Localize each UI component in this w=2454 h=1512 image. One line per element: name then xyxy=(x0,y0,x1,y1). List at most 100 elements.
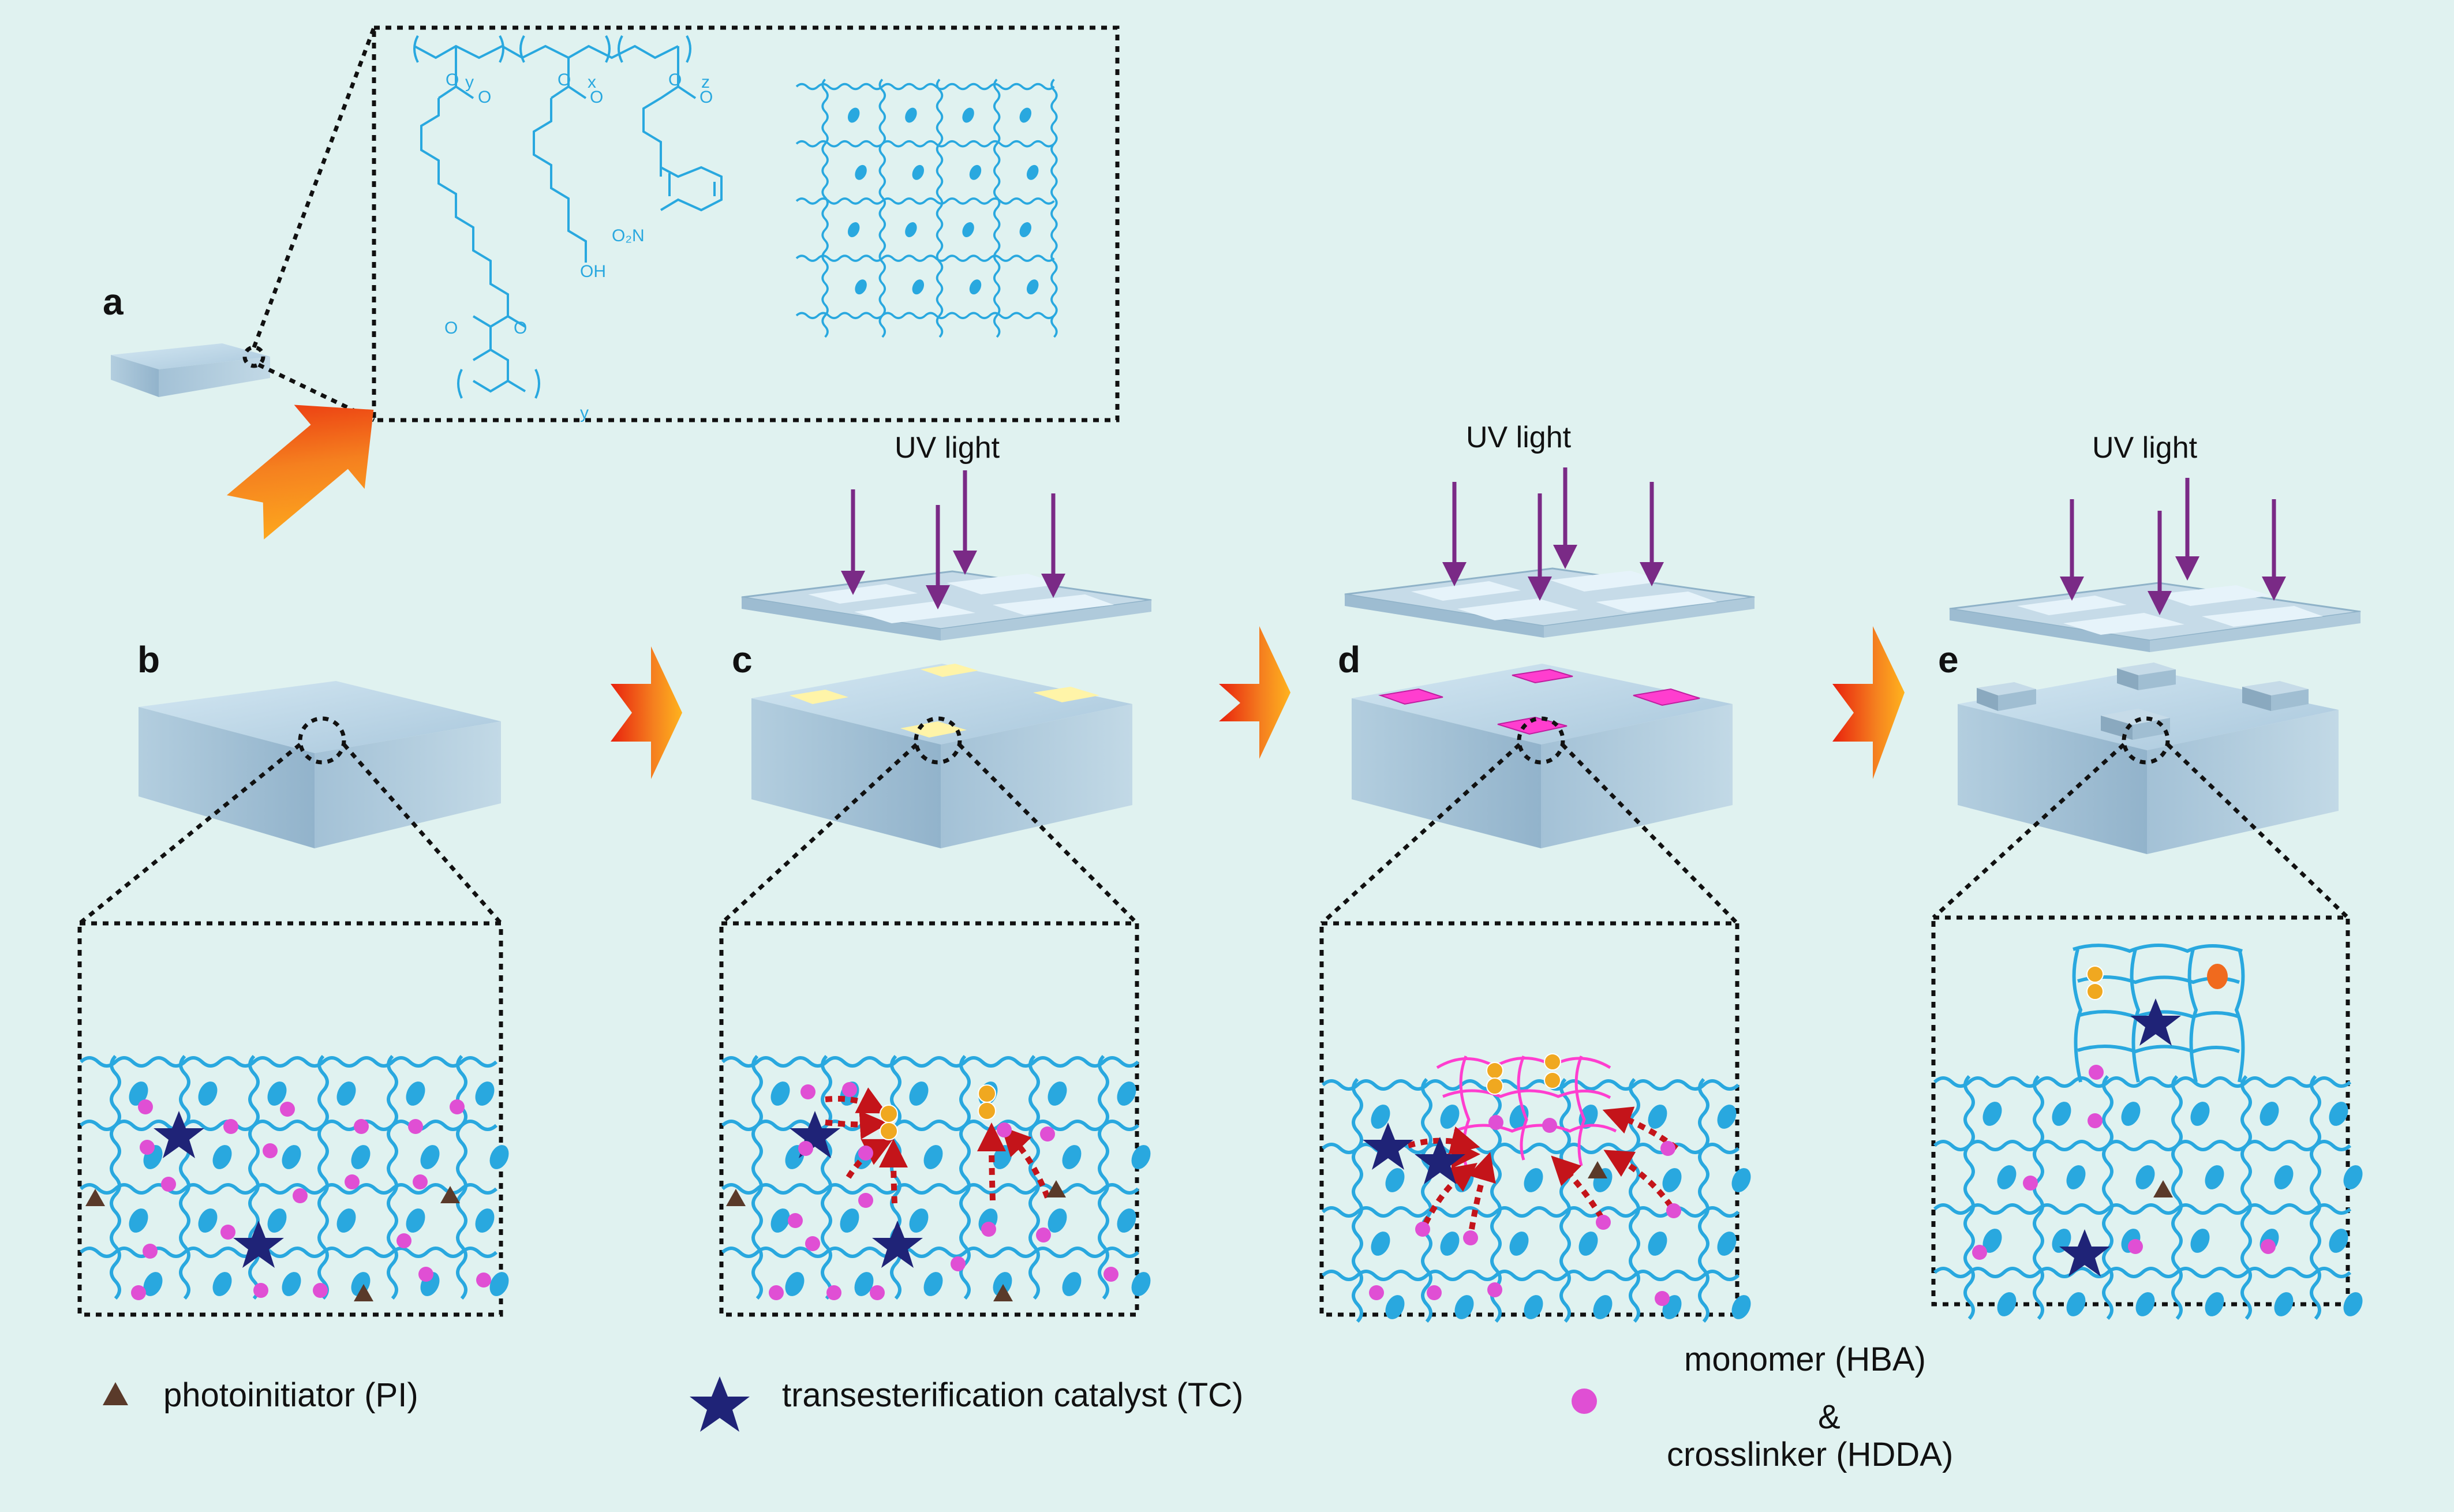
pendant-group xyxy=(2260,1102,2279,1126)
pendant-group xyxy=(2190,1229,2210,1253)
uv-arrows-e xyxy=(2060,478,2286,615)
pendant-group xyxy=(267,1208,287,1233)
photomask-e xyxy=(1949,582,2361,652)
pendant-group xyxy=(1593,1295,1613,1319)
pendant-group xyxy=(2135,1165,2155,1189)
network-strand xyxy=(795,255,1055,262)
network-strand xyxy=(795,83,1055,91)
pendant-group xyxy=(212,1145,232,1169)
network-strand xyxy=(1559,1077,1571,1323)
network-strand xyxy=(1421,1077,1432,1323)
svg-text:y: y xyxy=(465,73,474,92)
network-strand xyxy=(317,1054,329,1300)
photoinitiator-triangles xyxy=(85,1186,460,1301)
pendant-group xyxy=(1026,164,1039,180)
pendant-group xyxy=(854,1272,874,1296)
network-strand xyxy=(110,1054,121,1300)
svg-text:O: O xyxy=(478,88,491,107)
pendant-group xyxy=(923,1272,943,1296)
network-strand xyxy=(959,1054,971,1300)
substrate-block-d xyxy=(1352,664,1733,848)
network-strand xyxy=(1933,1267,2352,1278)
orange-droplet xyxy=(2207,964,2228,989)
network-strand xyxy=(1933,1140,2352,1151)
pendant-group xyxy=(212,1272,232,1296)
network-strand xyxy=(1321,1270,1740,1281)
legend-crosslinker-label: crosslinker (HDDA) xyxy=(1667,1436,1953,1473)
pendant-group xyxy=(1048,1081,1067,1106)
monomer-symbol xyxy=(1572,1389,1597,1414)
process-arrow-a-to-b xyxy=(226,405,374,540)
photomask-d xyxy=(1344,567,1755,638)
pendant-group xyxy=(475,1081,495,1106)
legend-catalyst: transesterification catalyst (TC) xyxy=(690,1376,1243,1432)
pendant-group xyxy=(1997,1292,2017,1316)
network-strand xyxy=(2102,1075,2113,1320)
pendant-group xyxy=(840,1208,859,1233)
pendant-group xyxy=(2052,1102,2071,1126)
photoinitiator-triangles xyxy=(1588,1161,1607,1178)
pendant-group xyxy=(969,279,982,295)
pendant-group xyxy=(1117,1081,1136,1106)
panel-a: a xyxy=(103,25,1120,422)
pendant-group xyxy=(336,1081,356,1106)
pendant-group xyxy=(1997,1165,2017,1189)
pendant-group xyxy=(1440,1105,1460,1129)
pendant-group xyxy=(2135,1292,2155,1316)
pendant-group xyxy=(1454,1295,1474,1319)
pendant-group xyxy=(282,1145,301,1169)
pendant-group xyxy=(2066,1165,2086,1189)
pendant-group xyxy=(1662,1168,1682,1192)
svg-text:x: x xyxy=(588,73,596,92)
network-strand xyxy=(993,78,1001,338)
zoom-box-a xyxy=(372,25,1120,422)
polymer-network xyxy=(79,1054,509,1300)
network-strand xyxy=(936,78,944,338)
zoom-circle-a xyxy=(242,345,265,368)
network-strand xyxy=(1698,1077,1709,1323)
legend-monomer-label: monomer (HBA) xyxy=(1684,1341,1926,1378)
pendant-group xyxy=(847,222,860,237)
pendant-group xyxy=(406,1208,425,1233)
pendant-group xyxy=(2343,1292,2363,1316)
pendant-group xyxy=(847,107,860,123)
network-strand xyxy=(721,1247,1140,1258)
network-strand xyxy=(878,78,886,338)
pendant-group xyxy=(2274,1292,2294,1316)
pendant-group xyxy=(770,1081,790,1106)
monomer-dots xyxy=(1972,1065,2276,1260)
pendant-group xyxy=(2190,1102,2210,1126)
pendant-group xyxy=(993,1272,1012,1296)
network-strand xyxy=(179,1054,190,1300)
pendant-group xyxy=(1062,1272,1082,1296)
photomask-c xyxy=(741,570,1152,641)
network-strand xyxy=(1050,78,1058,338)
pendant-group xyxy=(489,1272,509,1296)
uv-label-d: UV light xyxy=(1466,421,1572,454)
legend-pi-label: photoinitiator (PI) xyxy=(163,1376,418,1414)
process-arrow-c-to-d xyxy=(1219,626,1290,759)
svg-text:O: O xyxy=(590,88,603,107)
panel-c: c UV light xyxy=(719,431,1152,1317)
network-strand xyxy=(1933,1076,2352,1088)
legend-photoinitiator: photoinitiator (PI) xyxy=(103,1376,418,1414)
monomer-dots xyxy=(131,1099,491,1300)
pendant-group xyxy=(905,222,917,237)
pendant-group xyxy=(406,1081,425,1106)
pendant-group xyxy=(785,1272,805,1296)
legend-amp: & xyxy=(1818,1398,1840,1436)
network-strand xyxy=(79,1056,498,1068)
network-strand xyxy=(2240,1075,2252,1320)
catalyst-stars xyxy=(1363,1122,1465,1184)
pendant-group xyxy=(2329,1229,2348,1253)
pendant-group xyxy=(1062,1145,1082,1169)
pendant-group xyxy=(909,1208,929,1233)
svg-text:O: O xyxy=(446,70,459,89)
pendant-group xyxy=(475,1208,495,1233)
uv-arrows-d xyxy=(1442,467,1664,601)
chemical-labels: O O O O O O O O OH O₂N y x z y xyxy=(444,70,713,422)
pendant-group xyxy=(351,1145,371,1169)
pendant-group xyxy=(267,1081,287,1106)
pendant-group xyxy=(1385,1295,1405,1319)
pendant-group xyxy=(912,279,925,295)
